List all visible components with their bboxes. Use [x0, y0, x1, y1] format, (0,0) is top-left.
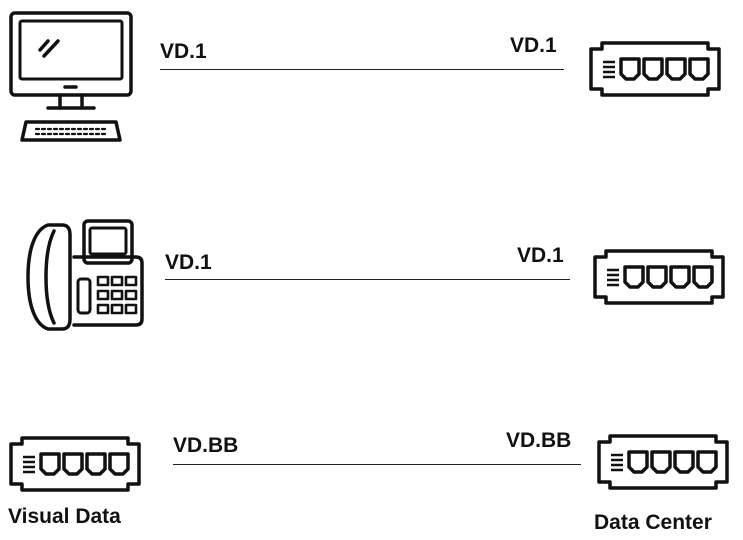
- desk-phone-icon: [26, 219, 144, 331]
- switch-icon: [9, 436, 141, 492]
- caption-data-center: Data Center: [594, 511, 712, 534]
- row3-left-port-label: VD.BB: [173, 434, 239, 457]
- computer-icon: [9, 11, 133, 142]
- row2-left-port-label: VD.1: [165, 251, 212, 274]
- row2-connection-line: [165, 279, 570, 280]
- row1-right-port-label: VD.1: [510, 34, 557, 57]
- row1-left-port-label: VD.1: [160, 40, 207, 63]
- switch-icon: [589, 41, 721, 97]
- switch-icon: [597, 434, 729, 490]
- switch-icon: [593, 249, 725, 305]
- row3-connection-line: [173, 464, 581, 465]
- row2-right-port-label: VD.1: [517, 244, 564, 267]
- row3-right-port-label: VD.BB: [506, 429, 572, 452]
- row1-connection-line: [160, 69, 564, 70]
- caption-visual-data: Visual Data: [8, 505, 121, 528]
